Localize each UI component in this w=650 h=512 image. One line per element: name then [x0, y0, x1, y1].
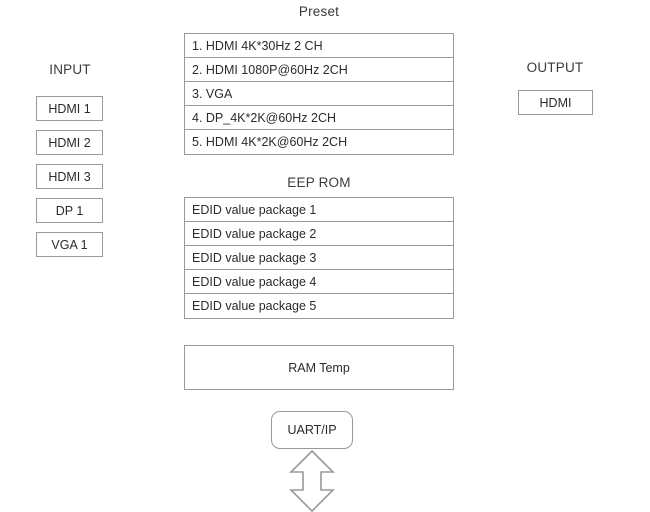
input-port-label: HDMI 3: [48, 169, 91, 184]
input-port-dp-1[interactable]: DP 1: [36, 198, 103, 223]
input-port-hdmi-1[interactable]: HDMI 1: [36, 96, 103, 121]
preset-row[interactable]: 3. VGA: [185, 82, 453, 106]
output-section-label: OUTPUT: [526, 60, 584, 75]
output-port-hdmi[interactable]: HDMI: [518, 90, 593, 115]
eeprom-table: EDID value package 1 EDID value package …: [184, 197, 454, 319]
uart-ip-label: UART/IP: [287, 423, 337, 437]
eeprom-row[interactable]: EDID value package 5: [185, 294, 453, 318]
double-headed-vertical-arrow-icon: [289, 450, 335, 512]
input-section-label: INPUT: [49, 62, 91, 77]
input-port-label: HDMI 1: [48, 101, 91, 116]
output-port-label: HDMI: [539, 95, 572, 110]
input-port-vga-1[interactable]: VGA 1: [36, 232, 103, 257]
input-port-label: VGA 1: [51, 237, 88, 252]
preset-section-title: Preset: [298, 4, 340, 19]
ram-temp-block: RAM Temp: [184, 345, 454, 390]
preset-row[interactable]: 5. HDMI 4K*2K@60Hz 2CH: [185, 130, 453, 154]
preset-table: 1. HDMI 4K*30Hz 2 CH 2. HDMI 1080P@60Hz …: [184, 33, 454, 155]
input-port-label: HDMI 2: [48, 135, 91, 150]
preset-row[interactable]: 1. HDMI 4K*30Hz 2 CH: [185, 34, 453, 58]
input-port-label: DP 1: [55, 203, 84, 218]
eeprom-row[interactable]: EDID value package 2: [185, 222, 453, 246]
eeprom-section-title: EEP ROM: [287, 175, 351, 190]
uart-ip-node[interactable]: UART/IP: [271, 411, 353, 449]
eeprom-row[interactable]: EDID value package 3: [185, 246, 453, 270]
eeprom-row[interactable]: EDID value package 1: [185, 198, 453, 222]
input-port-hdmi-2[interactable]: HDMI 2: [36, 130, 103, 155]
input-port-hdmi-3[interactable]: HDMI 3: [36, 164, 103, 189]
eeprom-row[interactable]: EDID value package 4: [185, 270, 453, 294]
preset-row[interactable]: 2. HDMI 1080P@60Hz 2CH: [185, 58, 453, 82]
preset-row[interactable]: 4. DP_4K*2K@60Hz 2CH: [185, 106, 453, 130]
ram-temp-label: RAM Temp: [288, 360, 350, 375]
